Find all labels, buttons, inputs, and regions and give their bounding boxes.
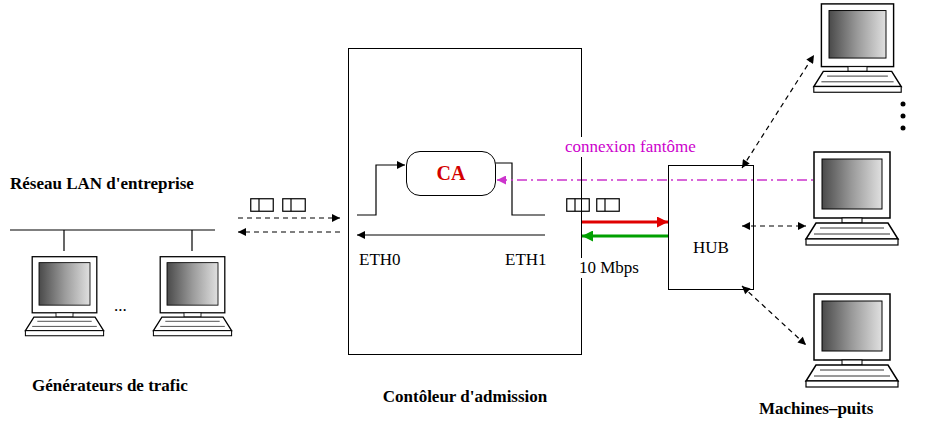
hub-link: [742, 55, 814, 345]
port-label: ETH0: [357, 250, 403, 270]
computer-icon: [153, 257, 231, 336]
node-text: Contôleur d'admission: [349, 387, 581, 407]
link-arrow: [582, 221, 668, 224]
ellipsis: ...: [112, 296, 129, 316]
computer-icon: [806, 294, 898, 387]
packet-icon: [597, 199, 620, 212]
computer-icon: [814, 4, 901, 92]
link-label: connexion fantôme: [563, 137, 698, 157]
network-label: Réseau LAN d'entreprise: [8, 174, 196, 194]
lan-bus: [10, 230, 215, 251]
bandwidth-label: 10 Mbps: [577, 258, 641, 278]
return-path: [357, 234, 545, 235]
eth0-path: [357, 165, 405, 215]
controller-box: Contôleur d'admissionCA: [348, 48, 582, 355]
group-label: Générateurs de trafic: [30, 376, 190, 396]
eth1-path: [495, 163, 545, 215]
node-text: HUB: [669, 238, 753, 258]
hub-box: HUB: [668, 165, 754, 290]
packet-icon: [251, 199, 274, 212]
packet-icon: [283, 199, 306, 212]
phantom-link: [497, 179, 832, 180]
traffic-arrow: [238, 231, 340, 232]
node-text: CA: [437, 162, 466, 185]
process-box: CA: [406, 151, 496, 196]
packet-icon: [567, 199, 590, 212]
port-label: ETH1: [503, 250, 549, 270]
group-label: Machines–puits: [757, 399, 875, 419]
computer-icon: [25, 257, 103, 336]
link-arrow: [582, 235, 668, 238]
computer-icon: [806, 152, 898, 245]
vertical-dots: [901, 102, 906, 131]
traffic-arrow: [238, 217, 340, 218]
